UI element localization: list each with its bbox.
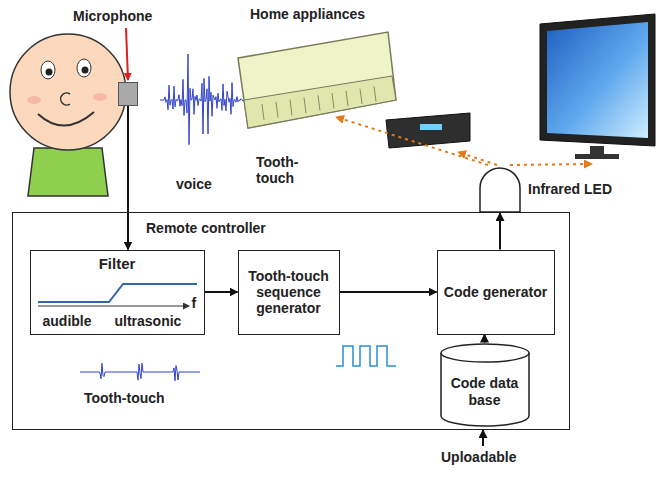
box-title: Filter [31, 255, 204, 272]
air-conditioner [238, 32, 396, 128]
tv-bezel [540, 14, 655, 146]
box-text: Tooth-touch sequence generator [243, 268, 335, 316]
text-label: Home appliances [250, 6, 365, 22]
signal-arrow [499, 213, 501, 250]
code-generator-box: Code generator [437, 250, 555, 335]
signal-arrow [484, 335, 486, 343]
led-dome [479, 167, 521, 213]
body-shirt [28, 148, 108, 196]
grille-line [318, 95, 320, 111]
stb-body [386, 113, 470, 148]
ac-body [238, 32, 396, 128]
set-top-box [386, 113, 470, 148]
tv-set [540, 14, 655, 159]
grille-line [374, 86, 376, 101]
box-heading: Remote controller [146, 220, 266, 236]
leader-arrow [126, 28, 128, 80]
tv-stand [590, 146, 604, 154]
microphone: Microphone [118, 82, 138, 106]
pupil [82, 67, 89, 74]
pupil [46, 69, 53, 76]
signal-arrow [127, 106, 129, 250]
text-label: Tooth-touch [84, 390, 165, 406]
signal-arrow [340, 291, 437, 293]
led-label: Infrared LED [528, 181, 612, 197]
box-text: Code generator [444, 284, 547, 300]
grille-line [276, 102, 278, 118]
square-wave [336, 346, 396, 366]
grille-line [262, 104, 264, 120]
axis-label: audible [43, 313, 92, 329]
text-label: voice [176, 176, 212, 192]
text-label: Tooth- touch [256, 154, 304, 186]
text-label: Uploadable [441, 449, 516, 465]
box-text: Code data base [444, 375, 526, 407]
database-cylinder: Code data base [440, 343, 530, 427]
person-figure [10, 34, 126, 196]
microphone-label: Microphone [73, 8, 152, 24]
axis-label: f [192, 295, 197, 311]
cheek [93, 93, 107, 101]
grille-line [290, 100, 292, 116]
grille-line [304, 97, 306, 113]
upload-arrow [482, 430, 484, 446]
mouth [38, 112, 94, 126]
signal-arrow [205, 291, 238, 293]
sequence-generator-box: Tooth-touch sequence generator [238, 250, 340, 335]
grille-line [360, 89, 362, 104]
grille-line [332, 93, 334, 109]
tv-screen [547, 22, 648, 138]
tooth-touch-waveform [80, 363, 200, 381]
axis-label: ultrasonic [115, 313, 182, 329]
infrared-rays [336, 117, 592, 165]
tv-base [575, 154, 619, 159]
filter-box: Filter audible ultrasonic f [30, 250, 205, 335]
stb-display [420, 124, 442, 130]
cheek [27, 96, 41, 104]
nose [61, 93, 70, 105]
grille-line [346, 91, 348, 106]
ac-front [244, 76, 396, 128]
head [10, 34, 126, 150]
eye [77, 59, 91, 77]
eye [41, 61, 55, 79]
infrared-led: Infrared LED [479, 167, 521, 213]
